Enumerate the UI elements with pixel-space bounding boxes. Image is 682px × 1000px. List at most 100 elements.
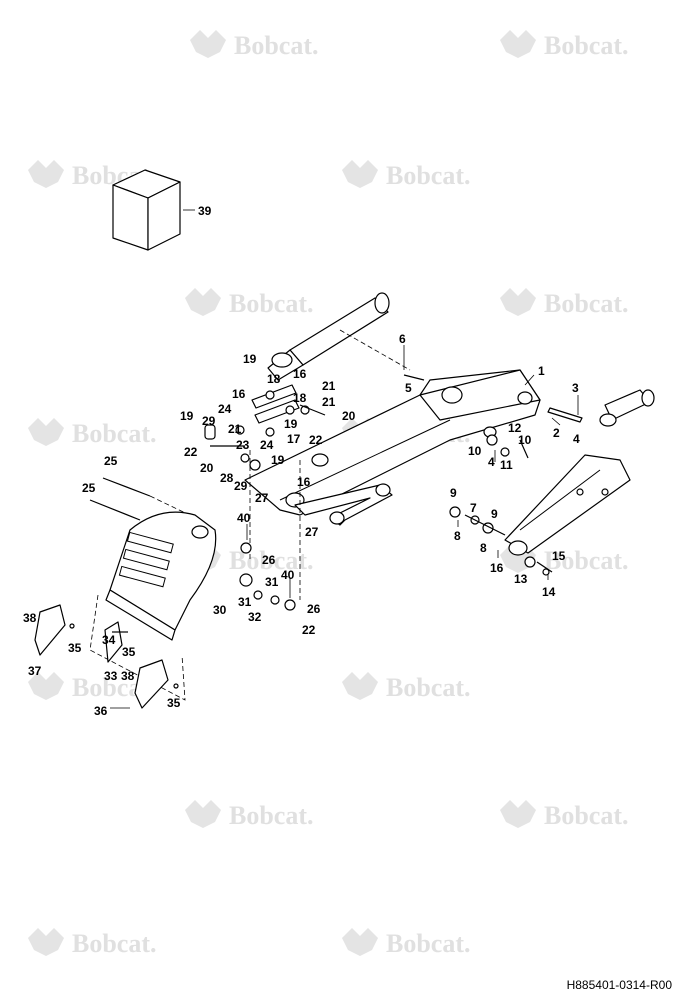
label-26: 26: [307, 602, 321, 616]
bobcat-logo-icon: [500, 800, 536, 828]
label-9: 9: [450, 486, 457, 500]
label-12: 12: [508, 421, 522, 435]
hardware-13-15: [524, 556, 553, 576]
label-19: 19: [180, 409, 194, 423]
leader-lines: [110, 374, 561, 709]
label-38: 38: [23, 611, 37, 625]
label-24: 24: [260, 438, 274, 452]
label-17: 17: [287, 432, 301, 446]
watermark-text: Bobcat.: [386, 673, 471, 702]
watermark-text: Bobcat.: [229, 801, 314, 830]
label-1: 1: [538, 364, 545, 378]
label-16: 16: [293, 367, 307, 381]
label-40: 40: [237, 511, 251, 525]
watermark-text: Bobcat.: [544, 546, 629, 575]
label-22: 22: [309, 433, 323, 447]
label-10: 10: [468, 444, 482, 458]
label-35: 35: [167, 696, 181, 710]
label-6: 6: [399, 332, 406, 346]
bobcat-logo-icon: [190, 30, 226, 58]
label-25: 25: [104, 454, 118, 468]
watermark: Bobcat.: [28, 418, 157, 448]
watermark-text: Bobcat.: [544, 31, 629, 60]
label-29: 29: [234, 479, 248, 493]
label-27: 27: [305, 525, 319, 539]
bobcat-logo-icon: [342, 160, 378, 188]
label-20: 20: [342, 409, 356, 423]
drawing-code: H885401-0314-R00: [566, 978, 672, 992]
label-37: 37: [28, 664, 42, 678]
label-5: 5: [405, 381, 412, 395]
label-36: 36: [94, 704, 108, 718]
part-33-tooth: [104, 621, 128, 663]
label-27: 27: [255, 491, 269, 505]
label-9: 9: [491, 507, 498, 521]
part-37-tooth: [34, 604, 75, 656]
watermark-text: Bobcat.: [72, 419, 157, 448]
label-32: 32: [248, 610, 262, 624]
watermark-text: Bobcat.: [72, 929, 157, 958]
part-36-tooth: [134, 659, 179, 709]
watermark-text: Bobcat.: [544, 289, 629, 318]
label-11: 11: [500, 458, 513, 472]
label-4: 4: [573, 432, 580, 446]
label-8: 8: [480, 541, 487, 555]
label-31: 31: [265, 575, 279, 589]
label-14: 14: [542, 585, 556, 599]
bobcat-logo-icon: [342, 672, 378, 700]
label-28: 28: [220, 471, 234, 485]
part-27-link: [294, 483, 393, 526]
part-39-box: [112, 169, 195, 251]
label-19: 19: [284, 417, 298, 431]
watermark: Bobcat.: [500, 800, 629, 830]
bobcat-logo-icon: [28, 160, 64, 188]
label-34: 34: [102, 633, 116, 647]
label-21: 21: [228, 422, 242, 436]
boom-cylinder: [267, 292, 411, 381]
label-23: 23: [236, 438, 250, 452]
label-19: 19: [243, 352, 257, 366]
label-39: 39: [198, 204, 212, 218]
label-16: 16: [232, 387, 246, 401]
label-2: 2: [553, 426, 560, 440]
label-30: 30: [213, 603, 227, 617]
pin-cluster: [204, 384, 326, 600]
label-33: 33: [104, 669, 118, 683]
label-40: 40: [281, 568, 295, 582]
bobcat-logo-icon: [185, 288, 221, 316]
watermark: Bobcat.: [500, 30, 629, 60]
watermark: Bobcat.: [28, 928, 157, 958]
label-19: 19: [271, 453, 285, 467]
label-25: 25: [82, 481, 96, 495]
part-1-boom: [244, 369, 541, 516]
watermark-text: Bobcat.: [386, 929, 471, 958]
cylinder-end-right: [599, 389, 655, 427]
part-25-bolts: [89, 477, 201, 521]
bucket-hardware: [239, 542, 296, 611]
label-21: 21: [322, 379, 336, 393]
hardware-10-12: [486, 434, 529, 459]
part-3-pin: [547, 395, 583, 423]
watermark-text: Bobcat.: [544, 801, 629, 830]
hardware-7-8-9: [449, 506, 506, 536]
label-22: 22: [184, 445, 198, 459]
watermark: Bobcat.: [342, 160, 471, 190]
dipper-arm: [504, 454, 631, 556]
watermark: Bobcat.: [185, 800, 314, 830]
label-8: 8: [454, 529, 461, 543]
label-16: 16: [490, 561, 504, 575]
watermark: Bobcat.: [342, 928, 471, 958]
watermark: Bobcat.: [342, 672, 471, 702]
label-4: 4: [488, 455, 495, 469]
bobcat-logo-icon: [185, 800, 221, 828]
label-26: 26: [262, 553, 276, 567]
part-6-pin: [403, 345, 425, 381]
label-3: 3: [572, 381, 579, 395]
label-31: 31: [238, 595, 252, 609]
label-35: 35: [122, 645, 136, 659]
label-16: 16: [297, 475, 311, 489]
bobcat-logo-icon: [500, 30, 536, 58]
label-18: 18: [293, 391, 307, 405]
label-21: 21: [322, 395, 336, 409]
